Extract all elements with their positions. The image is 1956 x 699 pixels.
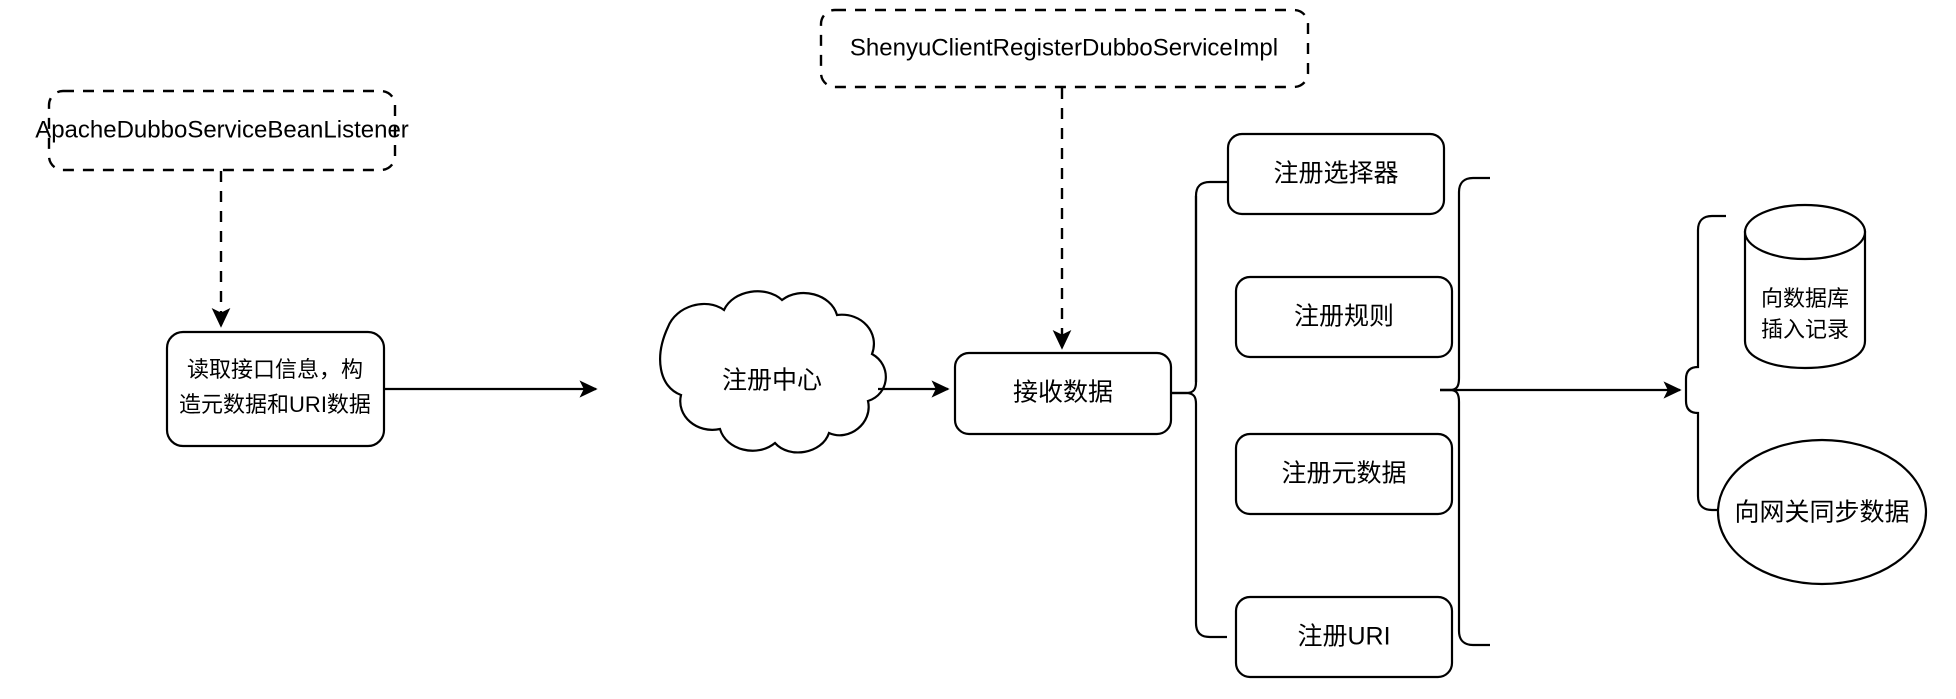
- read-interface-label-line2: 造元数据和URI数据: [179, 392, 371, 417]
- registry-cloud-shape: [659, 290, 887, 454]
- register-selector-box: [1226, 132, 1446, 216]
- read-interface-box: [165, 330, 386, 448]
- register-selector-label: 注册选择器: [1273, 160, 1398, 188]
- register-service-note-label: ShenyuClientRegisterDubboServiceImpl: [850, 34, 1278, 61]
- listener-note-box: [47, 89, 397, 172]
- node-receive-data[interactable]: 接收数据: [953, 351, 1173, 436]
- register-service-note-box: [819, 8, 1310, 89]
- register-uri-label: 注册URI: [1297, 623, 1390, 651]
- brace-fanout-top-selector: [1172, 180, 1227, 395]
- registry-center-label: 注册中心: [722, 367, 822, 395]
- node-register-rule[interactable]: 注册规则: [1234, 275, 1454, 359]
- sync-gateway-label: 向网关同步数据: [1734, 499, 1909, 527]
- node-read-interface-info[interactable]: 读取接口信息，构 造元数据和URI数据: [165, 330, 386, 448]
- insert-db-label-line1: 向数据库: [1761, 286, 1849, 311]
- register-metadata-box: [1234, 432, 1454, 516]
- receive-data-box: [953, 351, 1173, 436]
- register-metadata-label: 注册元数据: [1281, 460, 1406, 488]
- receive-data-label: 接收数据: [1013, 379, 1113, 407]
- brace-fanout-lower-stem: [1194, 404, 1227, 639]
- read-interface-label-line1: 读取接口信息，构: [187, 357, 363, 382]
- database-cylinder-top: [1743, 203, 1867, 261]
- insert-db-label-line2: 插入记录: [1761, 317, 1849, 342]
- node-apache-dubbo-service-bean-listener[interactable]: ApacheDubboServiceBeanListener: [35, 89, 409, 172]
- brace-output-upper: [1684, 214, 1726, 380]
- node-insert-into-database[interactable]: 向数据库 插入记录: [1743, 203, 1867, 370]
- database-cylinder-body: [1743, 230, 1867, 370]
- node-register-selector[interactable]: 注册选择器: [1226, 132, 1446, 216]
- brace-fanout-joint: [1172, 391, 1198, 405]
- listener-note-label: ApacheDubboServiceBeanListener: [35, 116, 409, 143]
- node-register-uri[interactable]: 注册URI: [1234, 595, 1454, 679]
- brace-output-lower: [1684, 400, 1726, 512]
- sync-gateway-ellipse: [1716, 438, 1928, 586]
- node-sync-to-gateway[interactable]: 向网关同步数据: [1716, 438, 1928, 586]
- register-rule-box: [1234, 275, 1454, 359]
- node-shenyu-client-register-dubbo-service-impl[interactable]: ShenyuClientRegisterDubboServiceImpl: [819, 8, 1310, 89]
- register-uri-box: [1234, 595, 1454, 679]
- node-registry-center[interactable]: 注册中心: [659, 290, 887, 454]
- register-rule-label: 注册规则: [1294, 303, 1394, 331]
- node-register-metadata[interactable]: 注册元数据: [1234, 432, 1454, 516]
